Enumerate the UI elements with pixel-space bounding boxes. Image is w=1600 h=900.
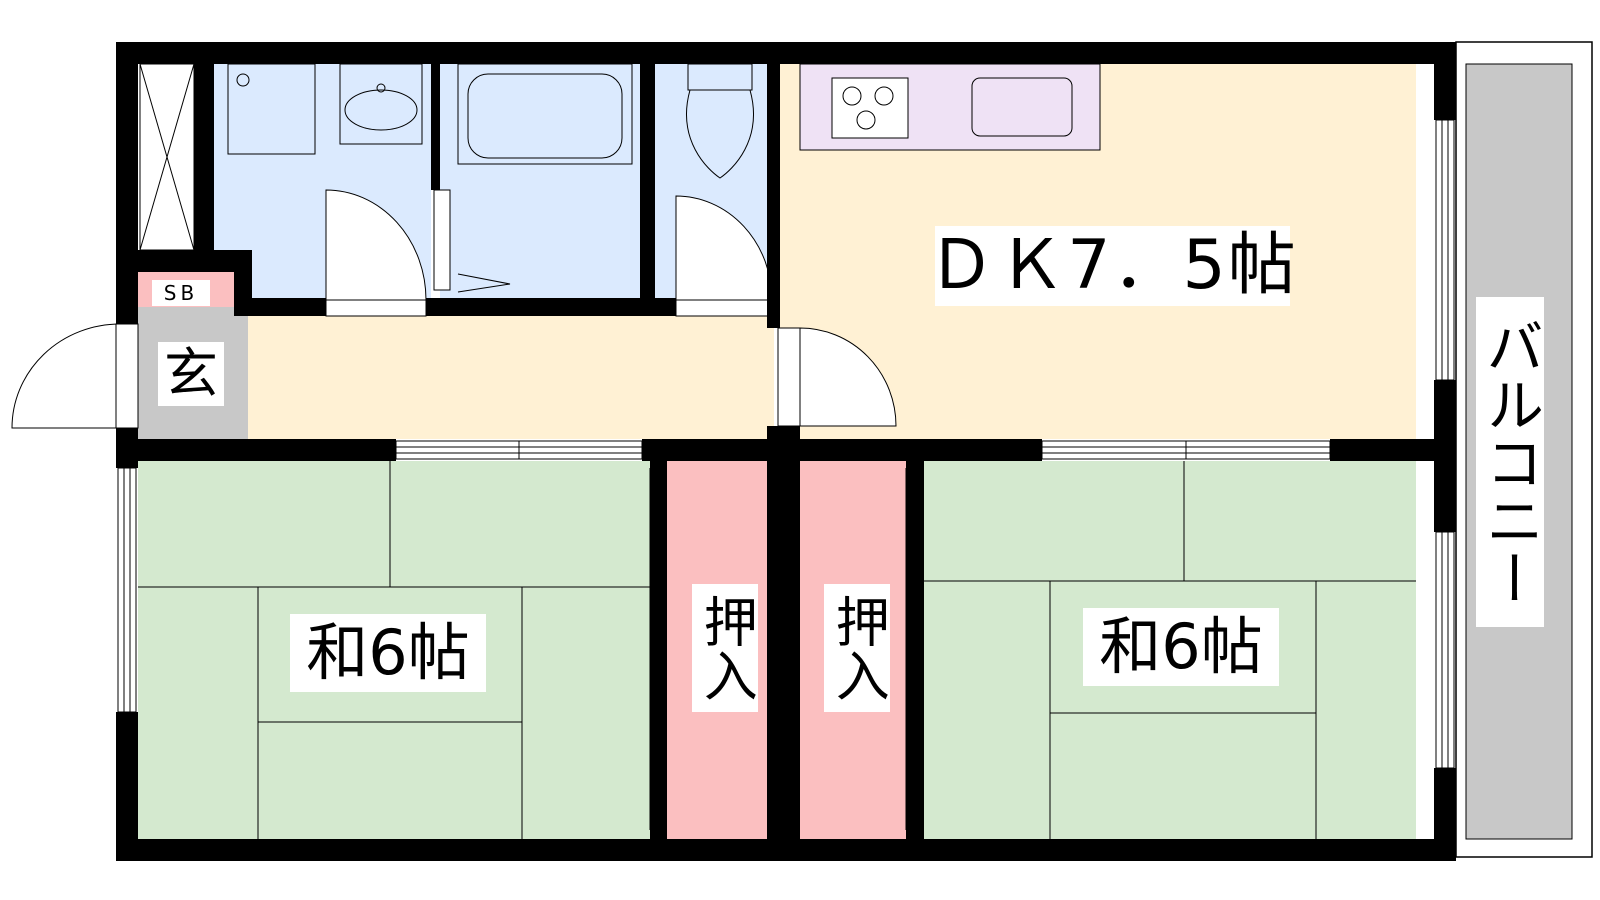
oshiire-left-label: 押入 — [692, 584, 758, 712]
washitsu-left-label: 和6帖 — [290, 614, 486, 692]
windows — [117, 119, 1455, 830]
walls — [116, 42, 1456, 861]
balcony-label: バルコニー — [1476, 297, 1544, 627]
toilet — [686, 63, 754, 179]
storage-closet — [139, 63, 195, 251]
openings — [115, 189, 801, 429]
washing-machine — [227, 63, 316, 155]
tatami-right — [924, 461, 1416, 839]
tatami-left — [138, 461, 650, 839]
genkan-label: 玄 — [158, 342, 224, 406]
washitsu-right-label: 和6帖 — [1083, 608, 1279, 686]
shoe-box-label: SB — [152, 280, 210, 306]
hallway-floor — [248, 316, 774, 439]
wash-basin — [339, 63, 423, 145]
kitchen-counter — [799, 63, 1101, 151]
dk-room-label: ＤＫ7．5帖 — [927, 226, 1298, 306]
bathtub — [457, 63, 633, 165]
oshiire-right-label: 押入 — [824, 584, 890, 712]
